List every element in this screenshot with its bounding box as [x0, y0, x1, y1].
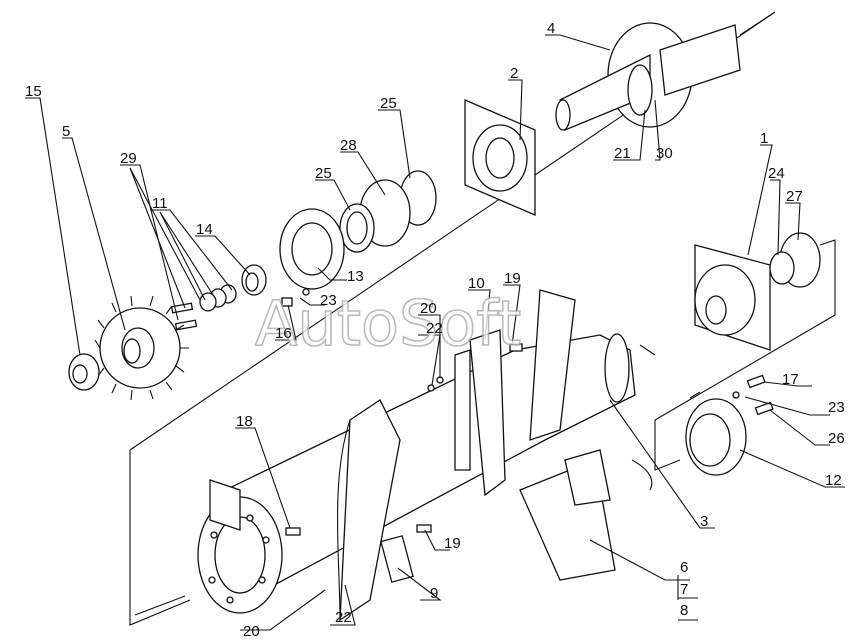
label-24: 24: [768, 165, 785, 182]
label-3: 3: [700, 513, 708, 530]
label-30: 30: [656, 145, 673, 162]
label-5: 5: [62, 123, 70, 140]
clamp-plate: [380, 535, 414, 583]
label-15: 15: [25, 83, 42, 100]
label-18: 18: [236, 413, 253, 430]
bearing-27: [769, 232, 821, 288]
flanged-ring-13: [279, 208, 345, 290]
label-22-top: 22: [426, 320, 443, 337]
label-21: 21: [614, 145, 631, 162]
label-8: 8: [680, 602, 688, 619]
label-13: 13: [347, 268, 364, 285]
label-2: 2: [510, 65, 518, 82]
leader-lines: [25, 34, 845, 631]
label-29: 29: [120, 150, 137, 167]
part-labels: 15 5 29 11 14 2 4 25 28 25 13 23 16 21 3…: [25, 20, 845, 640]
sprocket: [94, 295, 189, 401]
label-14: 14: [196, 221, 213, 238]
label-22-bottom: 22: [335, 609, 352, 626]
label-23: 23: [320, 292, 337, 309]
label-20-bottom: 20: [243, 623, 260, 640]
label-19-bottom: 19: [444, 535, 461, 552]
bearing-housing-flange: [464, 99, 536, 216]
bearing-28: [339, 170, 437, 253]
label-1: 1: [760, 130, 768, 147]
end-cover: [685, 398, 747, 476]
label-10: 10: [468, 275, 485, 292]
blade-segment: [519, 449, 616, 581]
drive-shaft-flange: [555, 22, 741, 131]
label-28: 28: [340, 137, 357, 154]
label-17: 17: [782, 371, 799, 388]
rotation-arrows: [134, 344, 656, 616]
label-20-top: 20: [420, 300, 437, 317]
watermark: AutoSoft: [255, 287, 521, 360]
nut-15-bore: [72, 364, 88, 384]
label-7: 7: [680, 581, 688, 598]
label-12: 12: [825, 472, 842, 489]
label-4: 4: [547, 20, 555, 37]
small-parts: [170, 264, 267, 331]
label-9: 9: [430, 585, 438, 602]
label-25: 25: [315, 165, 332, 182]
end-bearing-housing: [694, 244, 771, 351]
label-27: 27: [786, 188, 803, 205]
label-19-top: 19: [504, 270, 521, 287]
label-11: 11: [152, 195, 168, 212]
fasteners: [281, 288, 774, 536]
rotor-tube: [197, 289, 636, 622]
label-23-right: 23: [828, 399, 845, 416]
label-16: 16: [275, 325, 292, 342]
label-25-top: 25: [380, 95, 397, 112]
label-6: 6: [680, 559, 688, 576]
label-26: 26: [828, 430, 845, 447]
